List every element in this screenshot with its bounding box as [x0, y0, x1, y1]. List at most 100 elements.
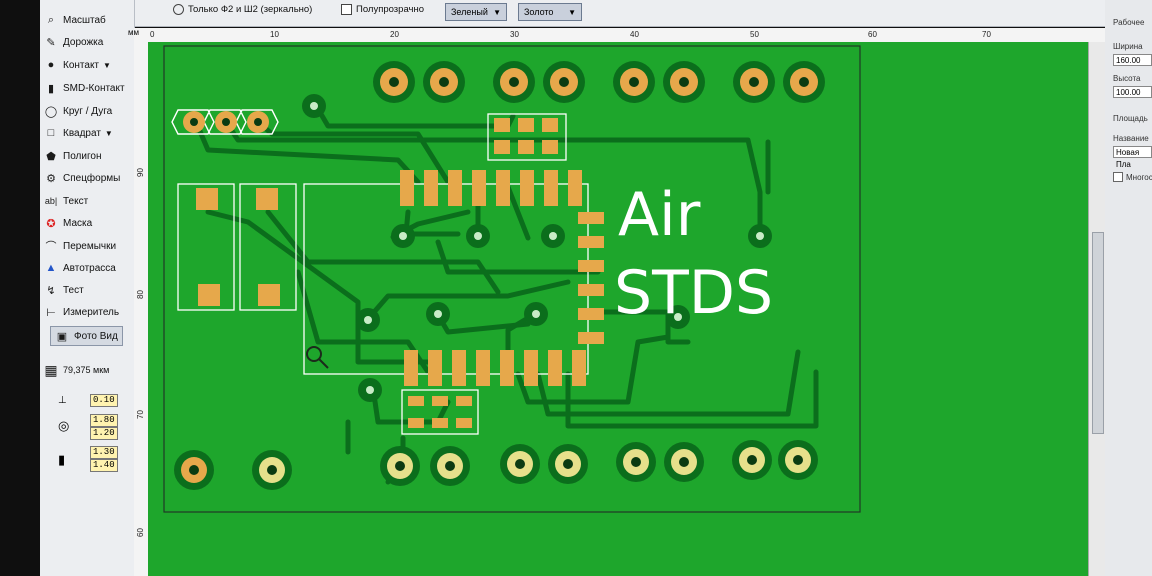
tool-test[interactable]: ↯ Тест	[44, 280, 84, 300]
checkbox-icon[interactable]	[341, 4, 352, 15]
tool-label: SMD-Контакт	[63, 82, 125, 94]
tool-label: Дорожка	[63, 36, 104, 48]
chevron-down-icon[interactable]: ▼	[104, 128, 113, 138]
ruler-label: 10	[270, 30, 279, 39]
photo-view-icon: ▣	[56, 330, 68, 343]
tool-circle[interactable]: ◯ Круг / Дуга	[44, 101, 112, 121]
smd-pad-icon: ▮	[47, 82, 55, 95]
ruler-measure-icon: ⊢	[46, 306, 56, 319]
tool-measure[interactable]: ⊢ Измеритель	[44, 302, 119, 322]
tool-label: Тест	[63, 284, 84, 296]
ruler-left: 90 80 70 60	[134, 28, 149, 576]
color-value: Зеленый	[451, 7, 488, 17]
mask-icon: ✪	[46, 217, 56, 230]
pad-inner-field[interactable]: 1.20	[90, 427, 118, 440]
scrollbar-thumb[interactable]	[1092, 232, 1104, 434]
pcb-drawing	[163, 45, 861, 513]
mirror-option[interactable]: Только Ф2 и Ш2 (зеркально)	[173, 4, 312, 15]
track-width-field[interactable]: 0.10	[90, 394, 118, 407]
vias	[310, 102, 764, 394]
tool-label: Масштаб	[63, 14, 106, 26]
ruler-label: 90	[135, 168, 145, 177]
ic-module	[303, 170, 604, 386]
ruler-top: 0 10 20 30 40 50 60 70	[148, 28, 1110, 43]
tool-smd-pad[interactable]: ▮ SMD-Контакт	[44, 78, 125, 98]
vertical-scrollbar[interactable]	[1088, 42, 1105, 576]
tool-track[interactable]: ✎ Дорожка	[44, 32, 103, 52]
square-icon: □	[47, 127, 55, 139]
ruler-label: 60	[868, 30, 877, 39]
tool-zoom[interactable]: ⌕ Масштаб	[44, 10, 106, 30]
polygon-icon: ⬟	[46, 150, 56, 163]
circle-arc-icon: ◯	[44, 105, 58, 118]
tool-panel: ⌕ Масштаб ✎ Дорожка ● Контакт ▼ ▮ SMD-Ко…	[40, 0, 135, 576]
grid-value: 79,375 мкм	[63, 365, 110, 375]
chevron-down-icon[interactable]: ▼	[103, 60, 111, 70]
transparent-label: Полупрозрачно	[356, 4, 424, 15]
tool-mask[interactable]: ✪ Маска	[44, 213, 92, 233]
ruler-label: 70	[982, 30, 991, 39]
pcb-canvas[interactable]: Air STDS	[148, 42, 1088, 576]
properties-panel: Рабочее Ширина 160.00 Высота 100.00 Площ…	[1105, 0, 1152, 576]
tool-label: Спецформы	[63, 172, 121, 184]
tool-label: Автотрасса	[63, 262, 116, 274]
special-shapes-icon: ⚙	[46, 172, 56, 185]
tool-label: Контакт	[63, 59, 100, 71]
test-icon: ↯	[46, 284, 56, 297]
tool-special-shapes[interactable]: ⚙ Спецформы	[44, 168, 120, 188]
tool-jumper[interactable]: ⌒ Перемычки	[44, 236, 117, 256]
name-label: Название	[1113, 134, 1149, 143]
cursor-magnifier-icon	[306, 346, 329, 369]
layer-options-bar: Только Ф2 и Ш2 (зеркально) Полупрозрачно…	[135, 0, 1110, 27]
board-silk-text-line2: STDS	[614, 258, 774, 328]
smd-size-icon: ▮	[58, 452, 66, 467]
radio-icon[interactable]	[173, 4, 184, 15]
ruler-label: 40	[630, 30, 639, 39]
multilayer-option[interactable]: Многос	[1113, 172, 1152, 182]
ruler-label: 80	[135, 290, 145, 299]
tool-label: Круг / Дуга	[63, 105, 113, 117]
header-3pin	[171, 109, 279, 135]
tool-square[interactable]: □ Квадрат ▼	[44, 123, 113, 143]
track-pen-icon: ✎	[46, 36, 56, 49]
track-width-icon: ⊥	[58, 395, 67, 406]
tool-photo-view[interactable]: ▣ Фото Вид	[50, 326, 123, 346]
smd-width-field[interactable]: 1.30	[90, 446, 118, 459]
name-field[interactable]: Новая Пла	[1113, 146, 1152, 169]
tool-text[interactable]: ab| Текст	[44, 191, 88, 211]
workspace-label: Рабочее	[1113, 18, 1145, 27]
pad-outer-field[interactable]: 1.80	[90, 414, 118, 427]
height-field[interactable]: 100.00	[1113, 86, 1152, 98]
tool-label: Фото Вид	[74, 330, 118, 342]
tool-polygon[interactable]: ⬟ Полигон	[44, 146, 101, 166]
chevron-down-icon: ▼	[493, 7, 501, 17]
metal-value: Золото	[524, 7, 554, 17]
ruler-label: 60	[135, 528, 145, 537]
width-field[interactable]: 160.00	[1113, 54, 1152, 66]
smd-height-field[interactable]: 1.40	[90, 459, 118, 472]
tool-label: Перемычки	[63, 240, 117, 252]
left-components	[177, 183, 297, 311]
ruler-label: 0	[150, 30, 155, 39]
checkbox-icon[interactable]	[1113, 172, 1123, 182]
multilayer-label: Многос	[1126, 172, 1152, 182]
bottom-through-hole-pads	[174, 440, 818, 490]
tool-label: Измеритель	[63, 306, 120, 318]
board-outline	[163, 45, 861, 513]
width-label: Ширина	[1113, 42, 1143, 51]
color-select[interactable]: Зеленый ▼	[445, 3, 507, 21]
area-label: Площадь	[1113, 114, 1148, 123]
magnifier-icon: ⌕	[47, 13, 55, 26]
metal-select[interactable]: Золото ▼	[518, 3, 582, 21]
chevron-down-icon: ▼	[568, 7, 576, 17]
ruler-label: 50	[750, 30, 759, 39]
tool-autoroute[interactable]: ▲ Автотрасса	[44, 258, 116, 278]
ruler-label: 70	[135, 410, 145, 419]
grid-setting[interactable]: ▦ 79,375 мкм	[44, 360, 109, 380]
tool-label: Текст	[63, 195, 89, 207]
text-icon: ab|	[44, 196, 58, 206]
tool-pad[interactable]: ● Контакт ▼	[44, 55, 111, 75]
ruler-unit: мм	[128, 28, 139, 37]
transparent-option[interactable]: Полупрозрачно	[341, 4, 424, 15]
ruler-label: 30	[510, 30, 519, 39]
